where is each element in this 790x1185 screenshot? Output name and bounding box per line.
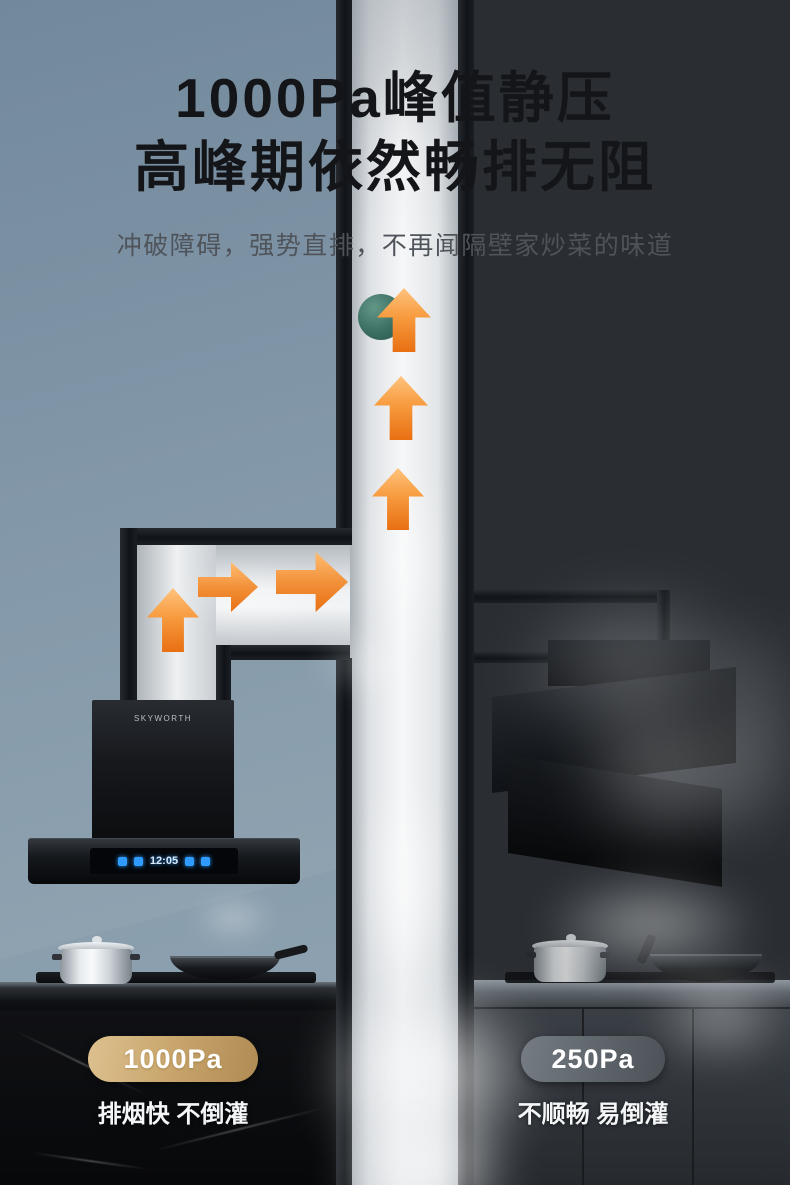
hood-control-display: 12:05 <box>90 848 238 874</box>
cabinet-seam <box>692 1009 694 1185</box>
left-caption: 排烟快 不倒灌 <box>97 1101 249 1128</box>
pot-handle <box>52 954 62 960</box>
frying-pan <box>170 944 309 980</box>
hood-display-icon <box>201 856 211 866</box>
right-caption: 不顺畅 易倒灌 <box>517 1101 669 1128</box>
right-duct-frame-inner-top <box>474 652 586 663</box>
pot-body <box>534 947 606 982</box>
hood-display-time: 12:05 <box>149 855 179 867</box>
pressure-badge-250pa: 250Pa <box>521 1036 665 1082</box>
pot-body <box>60 949 132 984</box>
right-countertop <box>470 980 790 1007</box>
cooking-pot <box>52 936 140 984</box>
right-duct-frame-top <box>474 590 670 603</box>
left-stove <box>36 972 316 983</box>
page-title-line2: 高峰期依然畅排无阻 <box>133 136 656 199</box>
left-countertop <box>0 982 352 1010</box>
duct-frame <box>216 645 231 708</box>
pot-lid-knob <box>566 934 576 942</box>
page-title: 1000Pa峰值静压 高峰期依然畅排无阻 <box>0 64 790 203</box>
hood-display-icon <box>117 856 127 866</box>
page-title-line1: 1000Pa峰值静压 <box>175 67 615 129</box>
duct-frame <box>216 645 350 660</box>
duct-frame <box>120 528 352 545</box>
wok <box>636 933 768 982</box>
range-hood-chimney: SKYWORTH <box>92 700 234 840</box>
page-subtitle: 冲破障碍，强势直排，不再闻隔壁家炒菜的味道 <box>116 232 674 260</box>
pot-lid-knob <box>92 936 102 944</box>
cooking-pot <box>526 934 610 982</box>
right-stove <box>505 972 775 983</box>
pressure-badge-1000pa: 1000Pa <box>88 1036 258 1082</box>
duct-frame <box>336 658 352 1185</box>
wok-bowl <box>650 954 762 982</box>
marble-vein <box>30 1151 150 1171</box>
duct-frame <box>120 528 137 708</box>
pot-handle <box>130 954 140 960</box>
hood-display-icon <box>185 856 195 866</box>
pan-bowl <box>170 956 280 980</box>
pot-handle <box>526 952 536 958</box>
brand-logo: SKYWORTH <box>133 714 193 723</box>
hood-display-icon <box>133 856 143 866</box>
cabinet-seam <box>582 1009 584 1185</box>
range-hood-body: 12:05 <box>28 838 300 884</box>
pot-handle <box>600 952 610 958</box>
